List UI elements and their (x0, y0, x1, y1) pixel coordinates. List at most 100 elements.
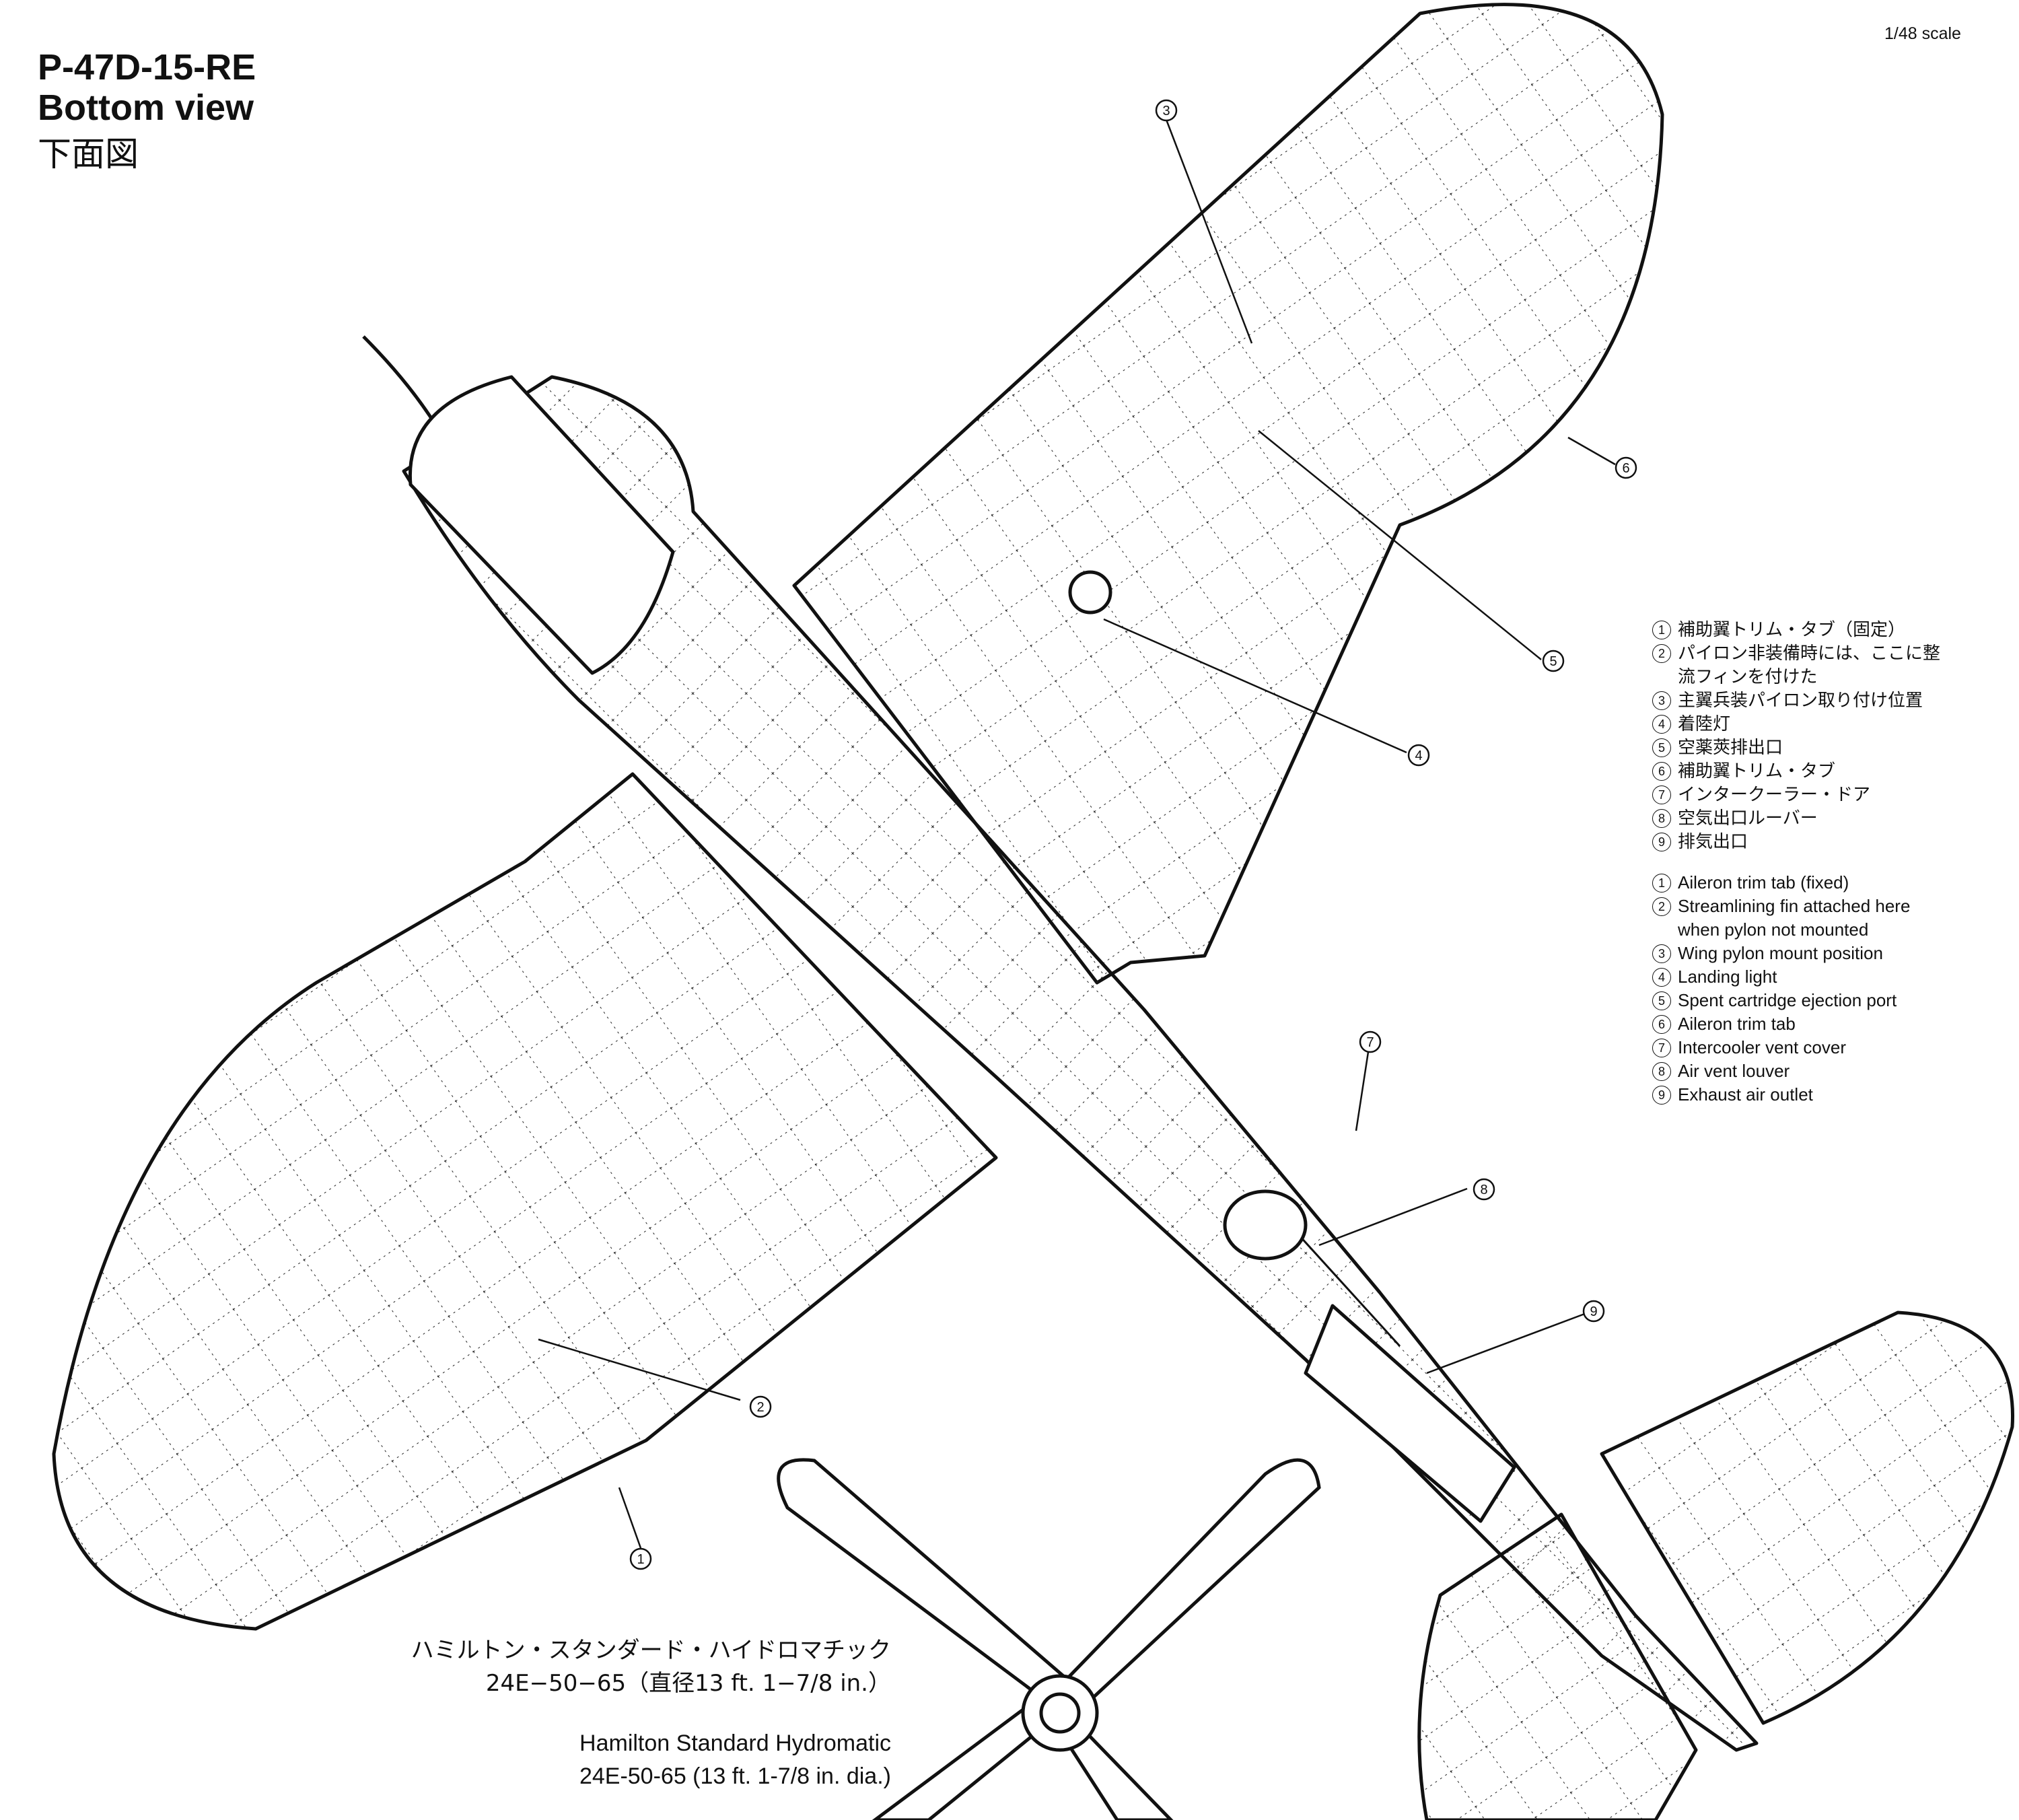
legend-ja-number-4: 4 (1652, 715, 1671, 734)
legend-en-text: Aileron trim tab (1678, 1014, 1796, 1034)
legend-en-number-8: 8 (1652, 1062, 1671, 1081)
callout-9 (1582, 1300, 1605, 1323)
legend-en-text: Intercooler vent cover (1678, 1037, 1847, 1057)
legend-ja-text: 補助翼トリム・タブ（固定） (1678, 619, 1906, 639)
legend-ja-number-2: 2 (1652, 644, 1671, 663)
legend-en-text: Spent cartridge ejection port (1678, 990, 1897, 1010)
legend-ja-item-7: 7 インタークーラー・ドア (1652, 783, 1940, 806)
legend-ja-number-5: 5 (1652, 738, 1671, 757)
legend-ja-item-2: 2 パイロン非装備時には、ここに整 (1652, 641, 1940, 665)
legend-en-text: Streamlining fin attached here (1678, 896, 1911, 916)
legend-ja-text: パイロン非装備時には、ここに整 (1678, 643, 1941, 663)
callout-2 (749, 1395, 772, 1418)
legend-en-item-6: 6 Aileron trim tab (1652, 1012, 1940, 1036)
callout-3 (1155, 99, 1178, 122)
view-name-ja: 下面図 (38, 134, 139, 174)
gun-pylon-left (362, 335, 433, 419)
propeller-model-en: 24E-50-65 (13 ft. 1-7/8 in. dia.) (579, 1763, 891, 1790)
legend-ja-number-1: 1 (1652, 621, 1671, 639)
legend-en-item-2-cont: when pylon not mounted (1652, 918, 1940, 942)
legend-ja-text: 流フィンを付けた (1678, 666, 1818, 687)
callout-5 (1542, 650, 1565, 672)
propeller-model-ja: 24E−50−65（直径13 ft. 1−7/8 in.） (485, 1670, 891, 1698)
legend-ja-item-2-cont: 流フィンを付けた (1652, 665, 1940, 689)
legend-ja-text: 補助翼トリム・タブ (1678, 761, 1836, 781)
propeller-caption-en: Hamilton Standard Hydromatic 24E-50-65 (… (579, 1727, 891, 1794)
legend-ja-text: インタークーラー・ドア (1678, 784, 1871, 804)
propeller-blade-lower-left (872, 1707, 1042, 1820)
legend-en-number-5: 5 (1652, 991, 1671, 1010)
legend-ja-number-3: 3 (1652, 691, 1671, 710)
view-name: Bottom view (38, 88, 254, 129)
callout-4-label: 4 (1415, 748, 1422, 763)
callout-9-label: 9 (1590, 1304, 1597, 1319)
right-stabilizer-outline (1600, 1310, 2015, 1725)
title-block: P-47D-15-RE Bottom view 下面図 (38, 47, 256, 173)
legend-ja-text: 主翼兵装パイロン取り付け位置 (1678, 690, 1923, 710)
legend-ja-item-3: 3 主翼兵装パイロン取り付け位置 (1652, 689, 1940, 712)
callout-1-label: 1 (637, 1552, 644, 1567)
propeller-drawing (777, 1458, 1321, 1820)
legend-en-number-1: 1 (1652, 874, 1671, 893)
propeller-caption-ja: ハミルトン・スタンダード・ハイドロマチック 24E−50−65（直径13 ft.… (411, 1634, 891, 1701)
callout-7 (1359, 1030, 1382, 1053)
legend-ja-text: 着陸灯 (1678, 713, 1731, 734)
legend-ja-number-9: 9 (1652, 833, 1671, 851)
legend-ja-item-1: 1 補助翼トリム・タブ（固定） (1652, 618, 1940, 641)
legend-ja-item-4: 4 着陸灯 (1652, 712, 1940, 736)
legend-en-text: when pylon not mounted (1678, 919, 1869, 940)
legend-en-item-7: 7 Intercooler vent cover (1652, 1036, 1940, 1059)
callout-6-label: 6 (1622, 461, 1629, 476)
callout-7-label: 7 (1366, 1035, 1374, 1050)
legend-en-item-9: 9 Exhaust air outlet (1652, 1083, 1940, 1107)
legend-ja-item-6: 6 補助翼トリム・タブ (1652, 759, 1940, 783)
right-wing-outline (792, 3, 1664, 985)
legend-en-item-4: 4 Landing light (1652, 965, 1940, 989)
legend-en-number-7: 7 (1652, 1039, 1671, 1057)
legend-en-number-9: 9 (1652, 1086, 1671, 1105)
callout-2-label: 2 (756, 1400, 764, 1415)
legend-ja-item-9: 9 排気出口 (1652, 830, 1940, 853)
legend-en-number-2: 2 (1652, 897, 1671, 916)
callout-8-label: 8 (1480, 1183, 1487, 1197)
propeller-blade-upper-right (1057, 1458, 1321, 1712)
legend-en-item-2: 2 Streamlining fin attached here (1652, 895, 1940, 918)
callout-8 (1473, 1178, 1495, 1201)
legend-en-number-6: 6 (1652, 1015, 1671, 1034)
legend-ja-number-6: 6 (1652, 762, 1671, 781)
legend-ja-text: 排気出口 (1678, 831, 1748, 851)
legend-en-text: Landing light (1678, 967, 1777, 987)
legend-en-text: Wing pylon mount position (1678, 943, 1883, 963)
legend-en-item-1: 1 Aileron trim tab (fixed) (1652, 871, 1940, 895)
propeller-name-ja: ハミルトン・スタンダード・ハイドロマチック (411, 1637, 891, 1664)
legend-en-number-4: 4 (1652, 968, 1671, 987)
legend-ja-text: 空薬莢排出口 (1678, 737, 1783, 757)
legend-en-item-8: 8 Air vent louver (1652, 1059, 1940, 1083)
legend-ja-number-7: 7 (1652, 785, 1671, 804)
legend-en-number-3: 3 (1652, 944, 1671, 963)
legend-en-text: Exhaust air outlet (1678, 1084, 1813, 1105)
legend-en-text: Air vent louver (1678, 1061, 1790, 1081)
legend-en-item-3: 3 Wing pylon mount position (1652, 942, 1940, 965)
cowling-outline (408, 375, 675, 675)
propeller-blade-upper-left (777, 1458, 1066, 1699)
legend-ja-text: 空気出口ルーバー (1678, 808, 1818, 828)
propeller-name-en: Hamilton Standard Hydromatic (579, 1730, 891, 1756)
callout-5-label: 5 (1549, 654, 1557, 669)
legend-en-item-5: 5 Spent cartridge ejection port (1652, 989, 1940, 1012)
legend-ja-item-5: 5 空薬莢排出口 (1652, 736, 1940, 759)
legend-ja-number-8: 8 (1652, 809, 1671, 828)
callout-3-label: 3 (1162, 104, 1170, 118)
legend-english: 1 Aileron trim tab (fixed) 2 Streamlining f… (1652, 871, 1940, 1107)
legend-en-text: Aileron trim tab (fixed) (1678, 872, 1849, 893)
left-wing-outline (52, 772, 998, 1631)
callout-6 (1615, 456, 1637, 479)
scale-label: 1/48 scale (1884, 24, 1961, 43)
aircraft-model: P-47D-15-RE (38, 47, 256, 88)
callout-1 (629, 1547, 652, 1570)
callout-4 (1407, 744, 1430, 767)
legend-ja-item-8: 8 空気出口ルーバー (1652, 806, 1940, 830)
